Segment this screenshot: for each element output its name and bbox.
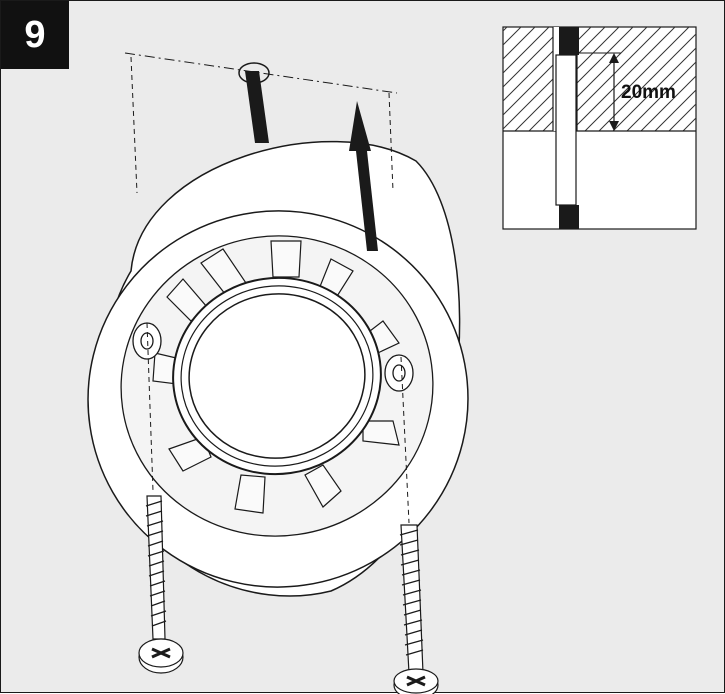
cable bbox=[238, 62, 270, 143]
dimension-label: 20mm bbox=[621, 82, 676, 103]
alignment-guides bbox=[124, 52, 410, 524]
inset-detail: 20mm bbox=[502, 26, 697, 230]
phillips-screw-icon bbox=[138, 495, 439, 694]
mounting-box bbox=[87, 140, 469, 597]
step-number: 9 bbox=[24, 13, 46, 56]
step-number-badge: 9 bbox=[1, 1, 69, 69]
up-arrow-icon bbox=[349, 101, 378, 251]
